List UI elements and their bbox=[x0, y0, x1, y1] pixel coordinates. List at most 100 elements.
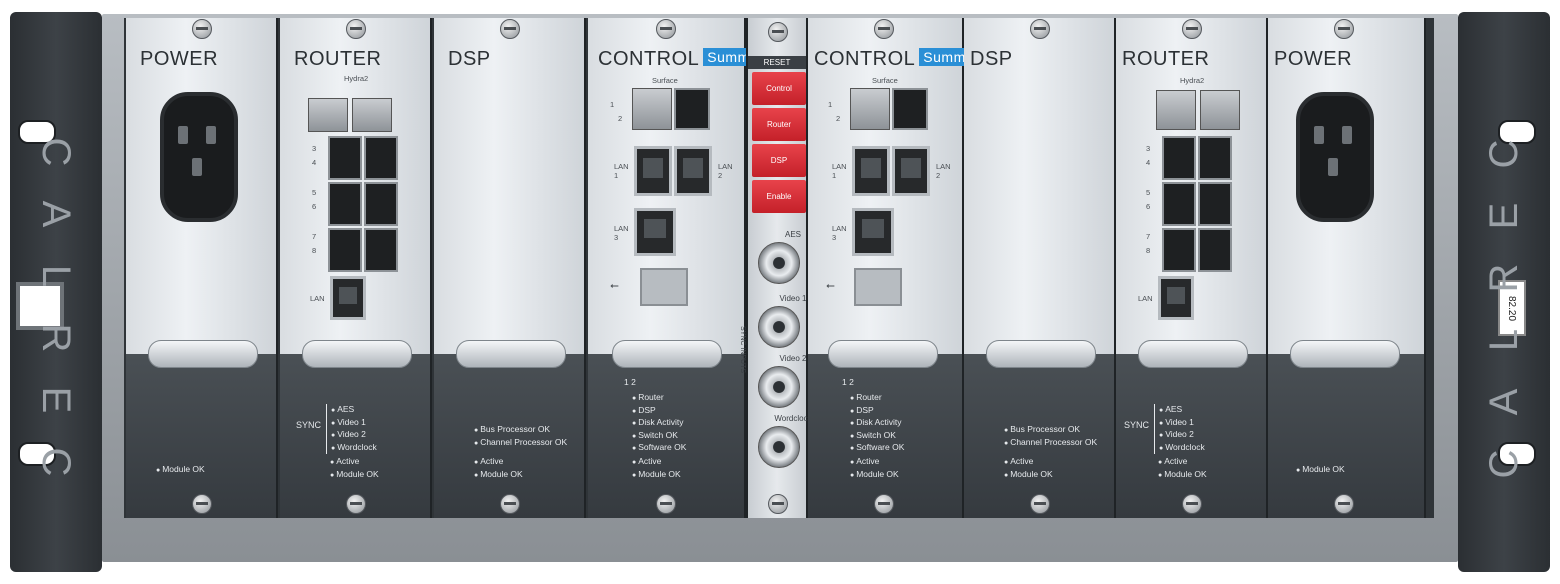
module-power-left: POWER Module OK bbox=[126, 18, 278, 518]
fiber-port[interactable] bbox=[1162, 228, 1196, 272]
fiber-port[interactable] bbox=[1198, 182, 1232, 226]
module-handle[interactable] bbox=[1290, 340, 1400, 368]
lan3-port[interactable] bbox=[852, 208, 894, 256]
status-list: Active Module OK bbox=[474, 456, 523, 481]
thumb-screw[interactable] bbox=[1182, 19, 1202, 39]
port-number: 8 bbox=[1146, 246, 1151, 255]
module-handle[interactable] bbox=[828, 340, 938, 368]
lan1-port[interactable] bbox=[852, 146, 890, 196]
status-led-active: Active bbox=[632, 456, 681, 469]
lan-port[interactable] bbox=[330, 276, 366, 320]
iec-power-inlet[interactable] bbox=[1296, 92, 1374, 222]
reset-enable-button[interactable]: Enable bbox=[752, 180, 806, 213]
status-led-active: Active bbox=[330, 456, 379, 469]
module-status-panel bbox=[1268, 354, 1424, 518]
sfp-port[interactable] bbox=[1200, 90, 1240, 130]
thumb-screw[interactable] bbox=[1030, 19, 1050, 39]
surface-port[interactable] bbox=[674, 88, 710, 130]
thumb-screw[interactable] bbox=[192, 494, 212, 514]
sfp-port[interactable] bbox=[1156, 90, 1196, 130]
sfp-port[interactable] bbox=[352, 98, 392, 132]
port-number: 2 bbox=[836, 114, 841, 123]
lan-port[interactable] bbox=[1158, 276, 1194, 320]
module-dsp-left: DSP Bus Processor OK Channel Processor O… bbox=[434, 18, 586, 518]
module-handle[interactable] bbox=[612, 340, 722, 368]
reset-dsp-button[interactable]: DSP bbox=[752, 144, 806, 177]
surface-sfp-port[interactable] bbox=[632, 88, 672, 130]
sync-led-video1: Video 1 bbox=[331, 417, 377, 430]
surface-port[interactable] bbox=[892, 88, 928, 130]
thumb-screw[interactable] bbox=[768, 22, 788, 42]
module-handle[interactable] bbox=[302, 340, 412, 368]
status-led-module-ok: Module OK bbox=[474, 469, 523, 482]
port-number: 5 bbox=[312, 188, 317, 197]
route-numbers: 1 2 bbox=[842, 378, 854, 387]
fiber-port[interactable] bbox=[328, 136, 362, 180]
summa-badge: Summa bbox=[919, 48, 979, 66]
surface-sfp-port[interactable] bbox=[850, 88, 890, 130]
fiber-port[interactable] bbox=[364, 228, 398, 272]
fiber-port[interactable] bbox=[1198, 136, 1232, 180]
module-title: POWER bbox=[140, 48, 219, 70]
thumb-screw[interactable] bbox=[874, 494, 894, 514]
thumb-screw[interactable] bbox=[1334, 494, 1354, 514]
fiber-port[interactable] bbox=[1198, 228, 1232, 272]
module-handle[interactable] bbox=[148, 340, 258, 368]
thumb-screw[interactable] bbox=[1334, 19, 1354, 39]
thumb-screw[interactable] bbox=[656, 494, 676, 514]
module-handle[interactable] bbox=[1138, 340, 1248, 368]
module-handle[interactable] bbox=[456, 340, 566, 368]
bnc-aes-connector[interactable] bbox=[758, 242, 800, 284]
status-led-switch-ok: Switch OK bbox=[632, 430, 686, 443]
bnc-label-video2: Video 2 bbox=[779, 354, 807, 363]
lan3-port[interactable] bbox=[634, 208, 676, 256]
fiber-port[interactable] bbox=[364, 182, 398, 226]
usb-ports[interactable] bbox=[640, 268, 688, 306]
thumb-screw[interactable] bbox=[1182, 494, 1202, 514]
thumb-screw[interactable] bbox=[1030, 494, 1050, 514]
status-led-module-ok: Module OK bbox=[850, 469, 899, 482]
mount-hole bbox=[18, 120, 56, 144]
sync-led-wordclock: Wordclock bbox=[1159, 442, 1205, 455]
inlet-pin bbox=[1328, 158, 1338, 176]
status-led-disk-activity: Disk Activity bbox=[632, 417, 686, 430]
thumb-screw[interactable] bbox=[346, 19, 366, 39]
thumb-screw[interactable] bbox=[500, 494, 520, 514]
reset-router-button[interactable]: Router bbox=[752, 108, 806, 141]
thumb-screw[interactable] bbox=[192, 19, 212, 39]
iec-power-inlet[interactable] bbox=[160, 92, 238, 222]
sfp-port[interactable] bbox=[308, 98, 348, 132]
bnc-video2-connector[interactable] bbox=[758, 366, 800, 408]
fiber-port[interactable] bbox=[328, 228, 362, 272]
thumb-screw[interactable] bbox=[768, 494, 788, 514]
bnc-video1-connector[interactable] bbox=[758, 306, 800, 348]
fiber-port[interactable] bbox=[328, 182, 362, 226]
sync-status-list: AES Video 1 Video 2 Wordclock bbox=[1154, 404, 1205, 454]
thumb-screw[interactable] bbox=[874, 19, 894, 39]
module-power-right: POWER Module OK bbox=[1268, 18, 1426, 518]
port-number: 7 bbox=[1146, 232, 1151, 241]
hydra2-label: Hydra2 bbox=[1180, 76, 1205, 85]
reset-control-button[interactable]: Control bbox=[752, 72, 806, 105]
lan3-label: LAN 3 bbox=[832, 224, 847, 242]
module-handle[interactable] bbox=[986, 340, 1096, 368]
bnc-wordclock-connector[interactable] bbox=[758, 426, 800, 468]
status-list: Module OK bbox=[1296, 464, 1345, 477]
lan2-port[interactable] bbox=[892, 146, 930, 196]
fiber-port[interactable] bbox=[1162, 182, 1196, 226]
lan1-port[interactable] bbox=[634, 146, 672, 196]
fiber-port[interactable] bbox=[1162, 136, 1196, 180]
module-faceplate bbox=[434, 18, 584, 354]
thumb-screw[interactable] bbox=[346, 494, 366, 514]
lan-label: LAN bbox=[310, 294, 325, 303]
lan2-port[interactable] bbox=[674, 146, 712, 196]
thumb-screw[interactable] bbox=[500, 19, 520, 39]
brand-letter: C bbox=[1482, 447, 1526, 479]
port-number: 6 bbox=[1146, 202, 1151, 211]
module-router-left: ROUTER Hydra2 3 4 5 6 7 8 LAN SYNC AES V… bbox=[280, 18, 432, 518]
usb-ports[interactable] bbox=[854, 268, 902, 306]
thumb-screw[interactable] bbox=[656, 19, 676, 39]
fiber-port[interactable] bbox=[364, 136, 398, 180]
